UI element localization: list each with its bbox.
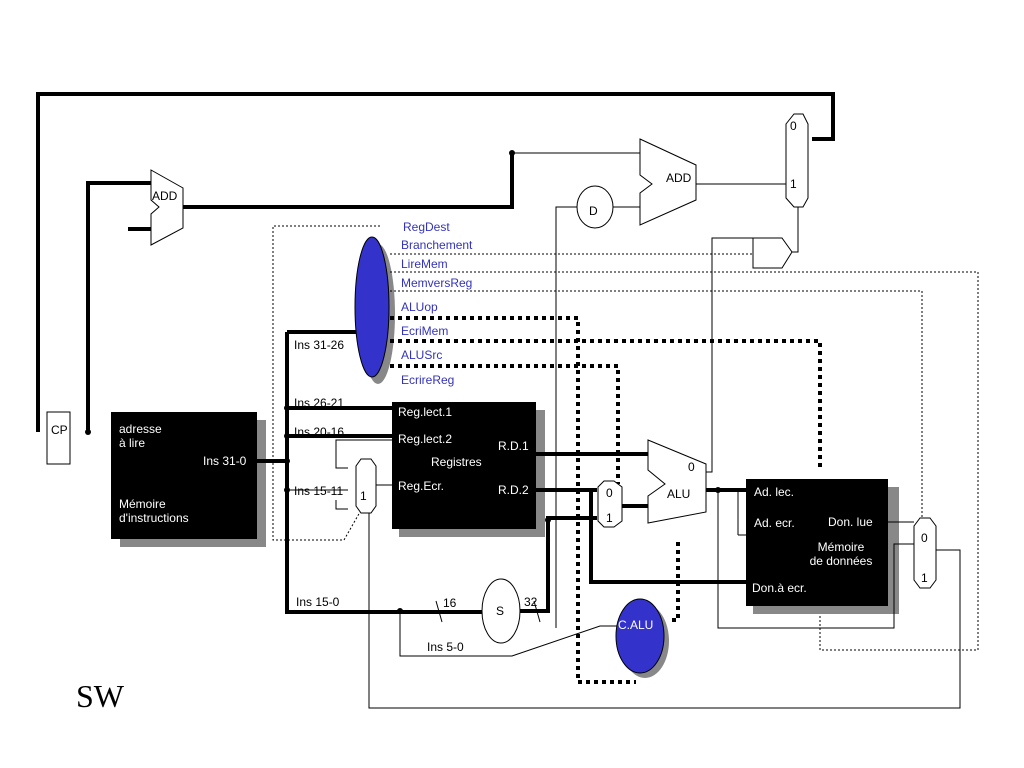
branch-mux-in1: 1: [790, 177, 797, 191]
pc-register: [46, 411, 71, 465]
field-immediate: Ins 15-0: [296, 595, 340, 609]
datapath-wires: [36, 92, 835, 614]
alu-src-mux-in0: 0: [606, 486, 613, 500]
sign-extend-in-width: 16: [443, 596, 457, 610]
mem-to-reg-mux-in1: 1: [921, 571, 928, 585]
instr-mem-box: [111, 412, 257, 539]
reg-read1-label: Reg.lect.1: [398, 405, 453, 419]
pc-label: CP: [51, 423, 68, 437]
branch-mux-in0: 0: [790, 119, 797, 133]
reg-dest-mux: [355, 458, 377, 514]
sign-extend: [481, 578, 521, 644]
field-rs: Ins 26-21: [294, 396, 345, 410]
alu: [647, 439, 707, 524]
registers-box: [392, 402, 536, 529]
signal-branchement: Branchement: [401, 238, 473, 252]
registers-name: Registres: [431, 455, 482, 469]
data-mem-read-data: Don. lue: [828, 515, 873, 529]
reg-write-label: Reg.Ecr.: [398, 479, 445, 493]
instr-mem-address-label: adresse à lire: [119, 422, 162, 450]
alu-control-label: C.ALU: [618, 618, 654, 632]
sign-extend-out-width: 32: [524, 595, 538, 609]
instr-mem-output-label: Ins 31-0: [203, 454, 247, 468]
signal-liremem: LireMem: [401, 257, 448, 271]
instr-mem-name: Mémoire d'instructions: [119, 497, 189, 525]
alu-label: ALU: [667, 487, 691, 501]
signal-aluop: ALUop: [401, 300, 438, 314]
control-lines-dotted: [272, 225, 979, 651]
thin-wires: [287, 152, 961, 709]
alu-zero-label: 0: [688, 460, 695, 474]
mem-to-reg-mux: [913, 517, 937, 589]
data-mem-read-addr: Ad. lec.: [754, 485, 795, 499]
reg-rd2-label: R.D.2: [498, 483, 529, 497]
slide-title: SW: [76, 678, 124, 714]
branch-adder: [639, 138, 697, 226]
mem-to-reg-mux-in0: 0: [921, 531, 928, 545]
signal-ecrirereg: EcrireReg: [401, 373, 455, 387]
data-mem-write-addr: Ad. ecr.: [754, 516, 795, 530]
signal-alusrc: ALUSrc: [401, 348, 443, 362]
field-rd: Ins 15-11: [294, 484, 344, 498]
alu-src-mux: [597, 480, 623, 528]
data-mem-name: Mémoire de données: [809, 540, 873, 568]
control-unit: [354, 236, 390, 378]
alu-control: [615, 598, 665, 674]
signal-regdest: RegDest: [403, 220, 450, 234]
branch-mux: [785, 113, 809, 208]
data-mem-write-data: Don.à ecr.: [752, 581, 807, 595]
control-lines-dashed: [390, 316, 822, 684]
reg-dest-mux-in1: 1: [360, 489, 367, 503]
reg-rd1-label: R.D.1: [498, 439, 529, 453]
alu-src-mux-in1: 1: [606, 511, 613, 525]
field-funct: Ins 5-0: [427, 640, 464, 654]
and-gate: [752, 237, 793, 269]
branch-adder-label: ADD: [666, 171, 692, 185]
reg-read2-label: Reg.lect.2: [398, 432, 453, 446]
pc-adder-label: ADD: [152, 189, 178, 203]
signal-memversreg: MemversReg: [401, 276, 473, 290]
d-block-label: D: [589, 204, 598, 218]
d-block: [576, 185, 614, 229]
pc-adder: [150, 169, 184, 246]
sign-extend-label: S: [496, 604, 505, 618]
field-opcode: Ins 31-26: [294, 338, 345, 352]
field-rt: Ins 20-16: [294, 425, 345, 439]
signal-ecrimem: EcriMem: [401, 324, 449, 338]
data-mem-box: [746, 479, 888, 606]
